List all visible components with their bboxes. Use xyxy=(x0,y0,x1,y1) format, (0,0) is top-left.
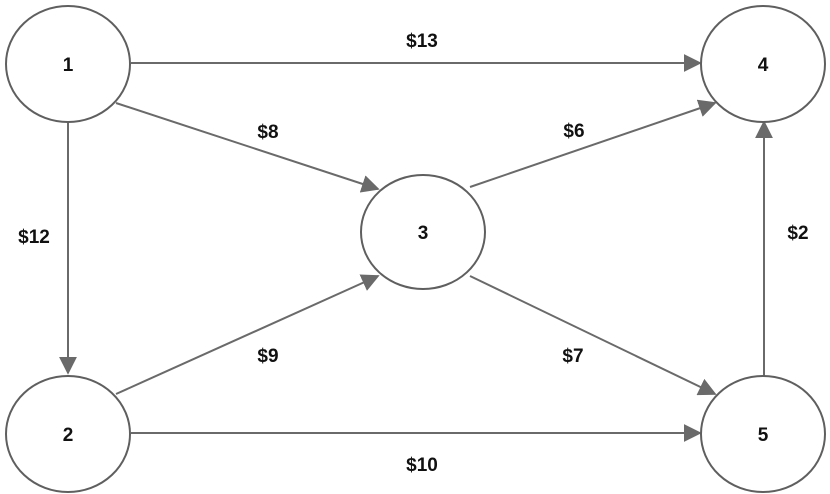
edge-3-to-5 xyxy=(469,275,717,396)
node-4: 4 xyxy=(700,5,826,123)
edge-3-to-4 xyxy=(469,99,717,188)
edge-label-5-4: $2 xyxy=(787,223,808,244)
nodes-layer: 1 2 3 4 5 xyxy=(5,5,826,493)
node-3: 3 xyxy=(360,174,486,290)
node-1-label: 1 xyxy=(63,55,74,76)
node-2: 2 xyxy=(5,375,131,493)
node-2-circle xyxy=(5,375,131,493)
node-3-label: 3 xyxy=(418,223,429,244)
node-1-circle xyxy=(5,5,131,123)
node-5-circle xyxy=(700,375,826,493)
node-3-circle xyxy=(360,174,486,290)
edge-label-1-2: $12 xyxy=(18,227,50,248)
node-5: 5 xyxy=(700,375,826,493)
edge-labels-layer: $13 $8 $12 $6 $2 $9 $7 $10 xyxy=(18,31,808,476)
edge-label-3-4: $6 xyxy=(563,121,584,142)
node-1: 1 xyxy=(5,5,131,123)
edge-label-2-5: $10 xyxy=(406,455,438,476)
edge-label-3-5: $7 xyxy=(562,346,583,367)
node-5-label: 5 xyxy=(758,425,769,446)
node-4-circle xyxy=(700,5,826,123)
edge-label-2-3: $9 xyxy=(257,346,278,367)
edge-label-1-3: $8 xyxy=(257,122,278,143)
edge-1-to-3 xyxy=(115,102,380,193)
node-4-label: 4 xyxy=(758,55,769,76)
edges-layer xyxy=(59,54,773,442)
node-2-label: 2 xyxy=(63,425,74,446)
edge-2-to-3 xyxy=(115,274,380,395)
edge-label-1-4: $13 xyxy=(406,31,438,52)
